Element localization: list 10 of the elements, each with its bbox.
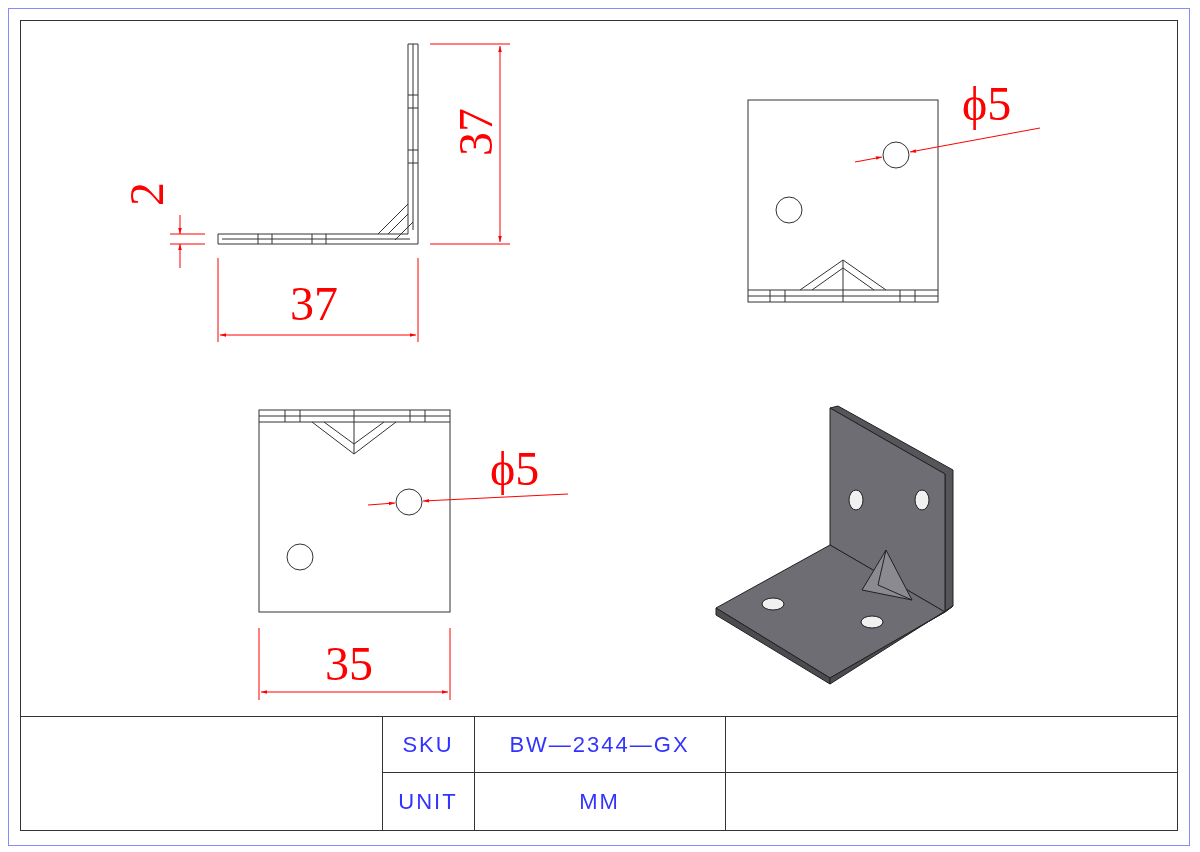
sku-label: SKU xyxy=(402,731,454,759)
dimension-label: ϕ5 xyxy=(490,445,540,493)
dimension-label: 37 xyxy=(452,108,500,156)
unit-label: UNIT xyxy=(398,788,458,816)
dimension-label: 35 xyxy=(325,640,373,688)
dimension-label: ϕ5 xyxy=(962,80,1012,128)
sku-value: BW—2344—GX xyxy=(509,731,690,759)
dimension-label: 37 xyxy=(290,280,338,328)
unit-value: MM xyxy=(579,788,620,816)
dimension-label: 2 xyxy=(123,182,171,206)
